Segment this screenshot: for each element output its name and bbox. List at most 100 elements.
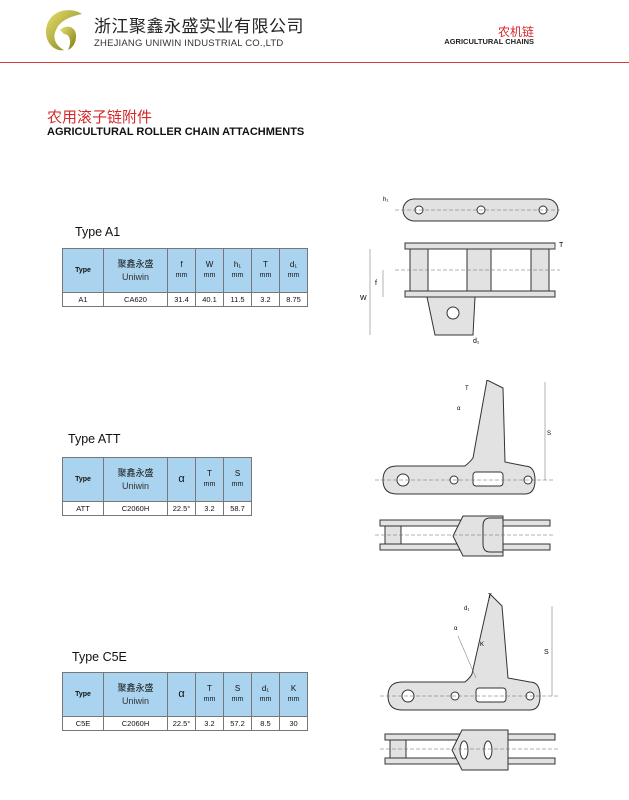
table-cell: 30 <box>279 716 308 731</box>
table-cell: 22.5° <box>167 716 196 731</box>
header-unit: mm <box>231 481 244 489</box>
drawing-type-att: S T α <box>375 380 555 557</box>
header-label: 聚鑫永盛 <box>117 683 154 694</box>
table-cell: 22.5° <box>167 501 196 516</box>
drawing-type-a1: W f h₁ T d₁ <box>360 197 564 345</box>
table-cell: 3.2 <box>195 501 224 516</box>
label-alpha: α <box>454 626 458 632</box>
label-t: T <box>488 594 492 600</box>
table-cell: 8.75 <box>279 292 308 307</box>
drawing-type-c5e: S d₁ α K T <box>380 593 560 771</box>
table-cell: 40.1 <box>195 292 224 307</box>
header-label: d₁ <box>261 684 270 694</box>
header-label: 聚鑫永盛 <box>117 468 154 479</box>
label-alpha: α <box>457 406 461 412</box>
header-cell: f mm <box>167 248 196 293</box>
type-label: Type ATT <box>68 432 121 446</box>
header-label: T <box>207 469 212 479</box>
header-unit: Uniwin <box>121 480 149 491</box>
header-cell: α <box>167 457 196 502</box>
company-logo <box>45 10 82 51</box>
label-k: K <box>480 642 484 648</box>
table-cell: 58.7 <box>223 501 252 516</box>
header-cell: α <box>167 672 196 717</box>
table-cell: 57.2 <box>223 716 252 731</box>
table-cell: ATT <box>62 501 104 516</box>
header-cell: h₁ mm <box>223 248 252 293</box>
header-cell: Type <box>62 248 104 293</box>
label-s: S <box>544 649 549 656</box>
label-t: T <box>559 242 564 249</box>
header-label: S <box>234 469 241 479</box>
header-label: W <box>205 260 214 270</box>
table-cell: A1 <box>62 292 104 307</box>
table-cell: 11.5 <box>223 292 252 307</box>
header-unit: Uniwin <box>121 695 149 706</box>
header-label: Type <box>75 690 91 698</box>
header-label: S <box>234 684 241 694</box>
header-label: α <box>178 473 185 486</box>
header-unit: mm <box>175 272 188 280</box>
header-unit: mm <box>287 696 300 704</box>
header-label: α <box>178 688 185 701</box>
header-unit: mm <box>259 272 272 280</box>
header-label: K <box>290 684 297 694</box>
header-cell: Type <box>62 457 104 502</box>
header-label: Type <box>75 475 91 483</box>
header-unit: mm <box>231 696 244 704</box>
header-label: T <box>263 260 268 270</box>
header-unit: mm <box>203 272 216 280</box>
header-unit: mm <box>231 272 244 280</box>
header-cell: Type <box>62 672 104 717</box>
label-d: d₁ <box>464 606 469 612</box>
header-label: d₁ <box>289 260 298 270</box>
table-cell: 31.4 <box>167 292 196 307</box>
table-cell: 8.5 <box>251 716 280 731</box>
label-s: S <box>547 431 551 437</box>
header-unit: mm <box>259 696 272 704</box>
table-cell: CA620 <box>103 292 168 307</box>
header-divider <box>0 62 629 63</box>
label-f: f <box>375 280 377 287</box>
company-name-cn: 浙江聚鑫永盛实业有限公司 <box>94 17 304 36</box>
header-label: 聚鑫永盛 <box>117 259 154 270</box>
category-en: AGRICULTURAL CHAINS <box>444 37 534 46</box>
header-label: h₁ <box>233 260 242 270</box>
table-cell: C2060H <box>103 501 168 516</box>
table-cell: C2060H <box>103 716 168 731</box>
category-cn: 农机链 <box>497 25 534 39</box>
label-d: d₁ <box>473 338 480 345</box>
type-label: Type A1 <box>75 225 121 239</box>
table-cell: 3.2 <box>195 716 224 731</box>
table-cell: 3.2 <box>251 292 280 307</box>
header-label: T <box>207 684 212 694</box>
label-t: T <box>465 386 469 392</box>
company-name-en: ZHEJIANG UNIWIN INDUSTRIAL CO.,LTD <box>94 38 284 49</box>
header-cell: d₁ mm <box>251 672 280 717</box>
label-w: W <box>360 295 367 302</box>
type-label: Type C5E <box>72 650 127 664</box>
header-label: f <box>180 260 183 270</box>
header-unit: Uniwin <box>121 271 149 282</box>
header-unit: mm <box>203 481 216 489</box>
header-unit: mm <box>203 696 216 704</box>
label-h: h₁ <box>383 197 388 203</box>
